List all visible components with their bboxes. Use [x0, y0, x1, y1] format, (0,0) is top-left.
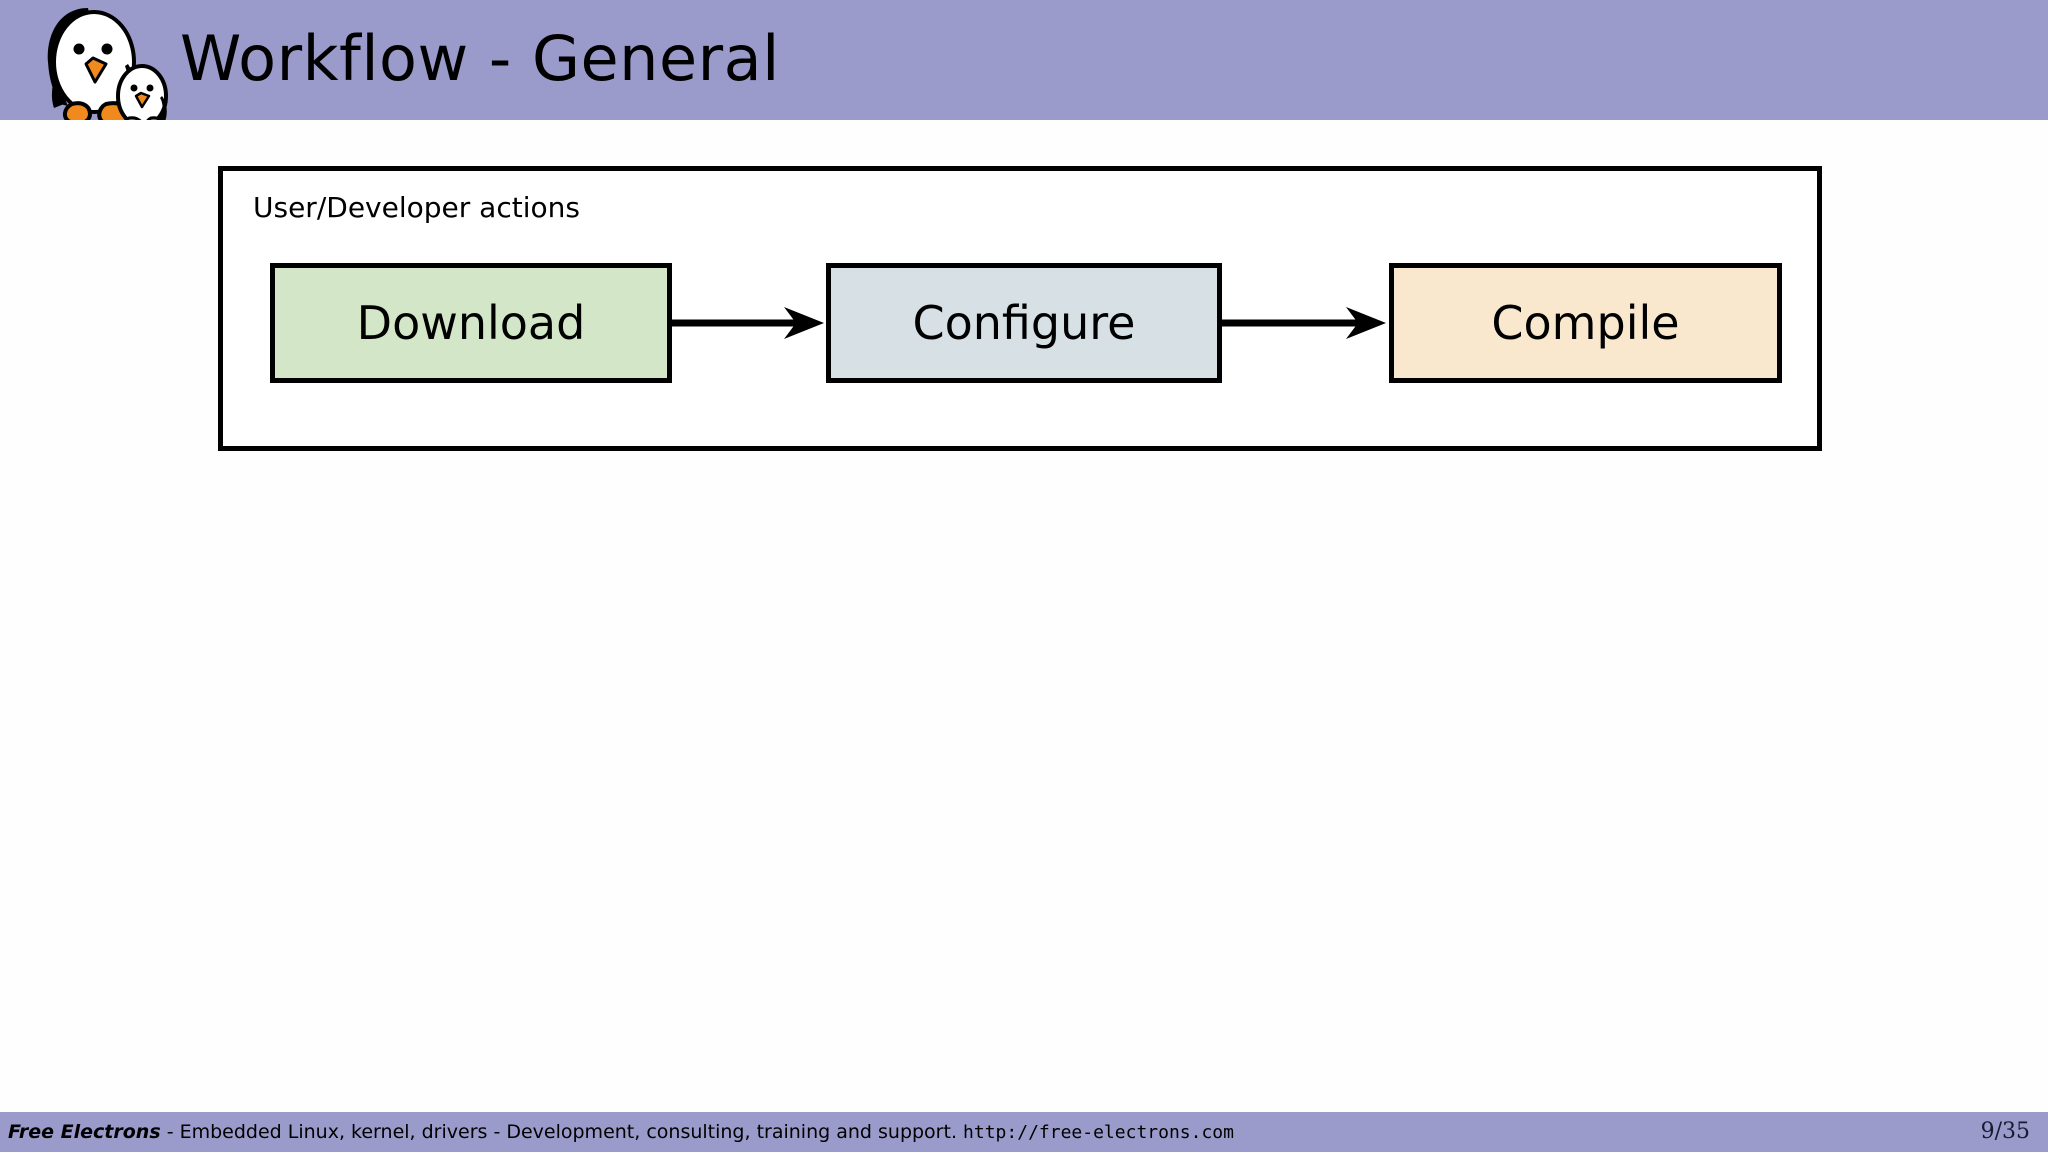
flow-node-configure[interactable]: Configure	[826, 263, 1222, 383]
flow-node-label: Download	[356, 296, 586, 350]
right-arrow-icon	[1222, 307, 1386, 339]
flow-node-download[interactable]: Download	[270, 263, 672, 383]
flow-node-label: Compile	[1491, 296, 1680, 350]
footer-tagline: - Embedded Linux, kernel, drivers - Deve…	[166, 1121, 957, 1143]
slide-content: User/Developer actions Download Configur…	[0, 120, 2048, 1112]
page-title: Workflow - General	[180, 22, 780, 95]
flow-node-label: Configure	[912, 296, 1136, 350]
user-developer-actions-group: User/Developer actions Download Configur…	[218, 166, 1822, 451]
footer-brand: Free Electrons	[8, 1121, 161, 1143]
footer-url[interactable]: http://free-electrons.com	[963, 1122, 1234, 1143]
group-label: User/Developer actions	[253, 191, 580, 224]
right-arrow-icon	[672, 307, 824, 339]
footer-credit: Free Electrons - Embedded Linux, kernel,…	[8, 1112, 1234, 1152]
tux-penguins-icon	[28, 4, 168, 134]
flow-node-compile[interactable]: Compile	[1389, 263, 1782, 383]
slide-header: Workflow - General	[0, 0, 2048, 134]
slide-footer: Free Electrons - Embedded Linux, kernel,…	[0, 1112, 2048, 1152]
page-number: 9/35	[1980, 1119, 2030, 1144]
